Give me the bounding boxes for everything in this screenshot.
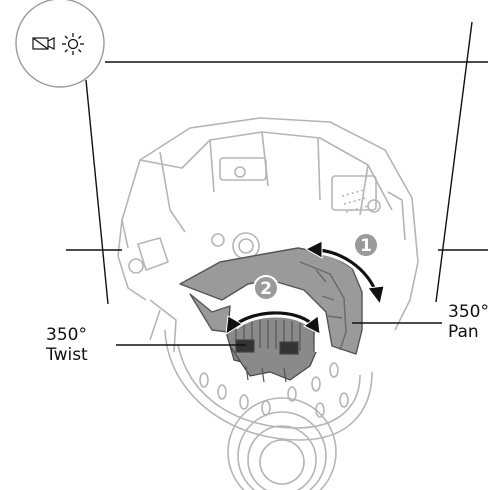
sun-icon	[62, 33, 84, 55]
pan-label: 350° Pan	[448, 302, 489, 342]
twist-text: Twist	[46, 345, 88, 365]
leader-lines	[66, 21, 488, 346]
step-number-two: 2	[260, 279, 272, 299]
twist-collar	[225, 314, 317, 383]
camera-off-icon	[32, 37, 55, 50]
pan-degrees: 350°	[448, 302, 489, 322]
indicator-circle	[15, 0, 105, 88]
camera-housing	[117, 117, 419, 490]
pan-rotation-arrow	[304, 240, 385, 306]
step-badge-one: 1	[353, 232, 379, 258]
twist-rotation-arrow	[225, 308, 321, 335]
step-number-one: 1	[360, 236, 372, 256]
twist-label: 350° Twist	[46, 325, 88, 365]
pan-text: Pan	[448, 322, 479, 342]
twist-degrees: 350°	[46, 325, 87, 345]
step-badge-two: 2	[253, 275, 279, 301]
